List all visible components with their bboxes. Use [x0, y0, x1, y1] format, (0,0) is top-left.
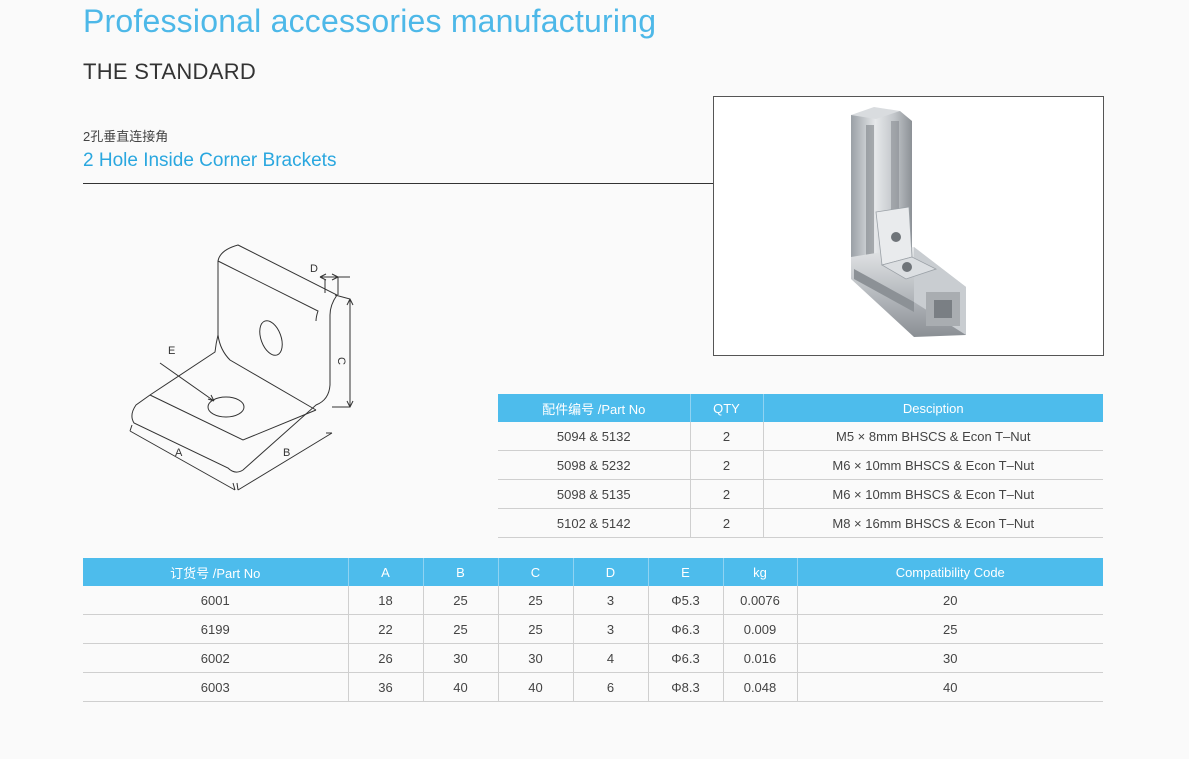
- order-cell-a: 18: [347, 586, 423, 615]
- product-name-cn: 2孔垂直连接角: [83, 129, 169, 144]
- table-row: 6001 18 25 25 3 Φ5.3 0.0076 20: [83, 586, 1103, 615]
- order-cell-a: 36: [347, 672, 423, 702]
- page-title: Professional accessories manufacturing: [83, 3, 657, 39]
- parts-cell-qty: 2: [689, 422, 763, 451]
- order-cell-kg: 0.016: [722, 643, 797, 673]
- order-cell-a: 22: [347, 614, 423, 644]
- parts-cell-qty: 2: [689, 508, 763, 538]
- order-cell-d: 3: [572, 586, 648, 615]
- order-header-kg: kg: [722, 558, 797, 586]
- table-row: 5094 & 5132 2 M5 × 8mm BHSCS & Econ T–Nu…: [498, 422, 1103, 451]
- order-cell-e: Φ8.3: [647, 672, 723, 702]
- order-cell-part-no: 6002: [83, 643, 348, 673]
- order-cell-c: 30: [497, 643, 573, 673]
- order-cell-part-no: 6001: [83, 586, 348, 615]
- parts-cell-qty: 2: [689, 450, 763, 480]
- order-header-d: D: [572, 558, 648, 586]
- parts-header-description: Desciption: [762, 394, 1103, 422]
- parts-table: 配件编号 /Part No QTY Desciption 5094 & 5132…: [498, 394, 1103, 538]
- product-photo: [713, 96, 1104, 356]
- order-cell-kg: 0.009: [722, 614, 797, 644]
- parts-header-qty: QTY: [689, 394, 763, 422]
- parts-cell-description: M8 × 16mm BHSCS & Econ T–Nut: [762, 508, 1103, 538]
- bracket-technical-drawing: D C E A B: [120, 235, 360, 505]
- order-cell-e: Φ6.3: [647, 643, 723, 673]
- order-cell-d: 6: [572, 672, 648, 702]
- order-cell-e: Φ5.3: [647, 586, 723, 615]
- order-table-header: 订货号 /Part No A B C D E kg Compatibility …: [83, 558, 1103, 586]
- dimension-label-e: E: [168, 345, 176, 357]
- table-row: 5098 & 5135 2 M6 × 10mm BHSCS & Econ T–N…: [498, 479, 1103, 509]
- bracket-assembly-illustration: [851, 107, 966, 337]
- order-cell-compat-code: 40: [796, 672, 1103, 702]
- order-cell-b: 30: [422, 643, 498, 673]
- order-cell-kg: 0.048: [722, 672, 797, 702]
- table-row: 5098 & 5232 2 M6 × 10mm BHSCS & Econ T–N…: [498, 450, 1103, 480]
- parts-cell-description: M5 × 8mm BHSCS & Econ T–Nut: [762, 422, 1103, 451]
- dimension-label-c: C: [334, 357, 347, 365]
- order-header-compat-code: Compatibility Code: [796, 558, 1103, 586]
- parts-header-part-no: 配件编号 /Part No: [498, 394, 690, 422]
- parts-cell-description: M6 × 10mm BHSCS & Econ T–Nut: [762, 450, 1103, 480]
- order-cell-b: 25: [422, 614, 498, 644]
- order-cell-part-no: 6003: [83, 672, 348, 702]
- order-cell-b: 25: [422, 586, 498, 615]
- order-cell-compat-code: 20: [796, 586, 1103, 615]
- order-cell-c: 25: [497, 586, 573, 615]
- order-cell-compat-code: 30: [796, 643, 1103, 673]
- order-header-e: E: [647, 558, 723, 586]
- order-header-a: A: [347, 558, 423, 586]
- order-cell-d: 4: [572, 643, 648, 673]
- parts-table-header: 配件编号 /Part No QTY Desciption: [498, 394, 1103, 422]
- parts-cell-description: M6 × 10mm BHSCS & Econ T–Nut: [762, 479, 1103, 509]
- table-row: 5102 & 5142 2 M8 × 16mm BHSCS & Econ T–N…: [498, 508, 1103, 538]
- section-subtitle: THE STANDARD: [83, 59, 257, 84]
- table-row: 6003 36 40 40 6 Φ8.3 0.048 40: [83, 672, 1103, 702]
- dimension-label-b: B: [283, 447, 291, 459]
- order-table: 订货号 /Part No A B C D E kg Compatibility …: [83, 558, 1103, 702]
- parts-cell-part-no: 5098 & 5232: [498, 450, 690, 480]
- order-cell-compat-code: 25: [796, 614, 1103, 644]
- order-header-b: B: [422, 558, 498, 586]
- divider-line: [83, 183, 714, 184]
- order-cell-c: 40: [497, 672, 573, 702]
- order-header-c: C: [497, 558, 573, 586]
- product-name-en: 2 Hole Inside Corner Brackets: [83, 150, 337, 171]
- parts-cell-part-no: 5094 & 5132: [498, 422, 690, 451]
- order-cell-d: 3: [572, 614, 648, 644]
- table-row: 6199 22 25 25 3 Φ6.3 0.009 25: [83, 614, 1103, 644]
- bracket-outline-drawing: [129, 244, 354, 491]
- parts-cell-part-no: 5102 & 5142: [498, 508, 690, 538]
- order-cell-b: 40: [422, 672, 498, 702]
- table-row: 6002 26 30 30 4 Φ6.3 0.016 30: [83, 643, 1103, 673]
- order-cell-a: 26: [347, 643, 423, 673]
- parts-cell-qty: 2: [689, 479, 763, 509]
- order-cell-part-no: 6199: [83, 614, 348, 644]
- order-cell-e: Φ6.3: [647, 614, 723, 644]
- dimension-label-a: A: [175, 447, 183, 459]
- parts-cell-part-no: 5098 & 5135: [498, 479, 690, 509]
- order-cell-kg: 0.0076: [722, 586, 797, 615]
- order-cell-c: 25: [497, 614, 573, 644]
- order-header-part-no: 订货号 /Part No: [83, 558, 348, 586]
- dimension-label-d: D: [310, 263, 318, 275]
